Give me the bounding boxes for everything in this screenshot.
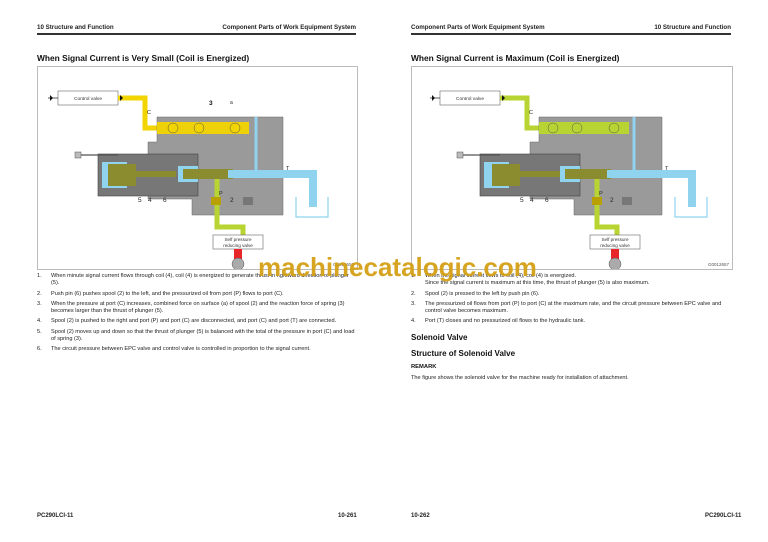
label-coil-4: 4 bbox=[148, 197, 152, 204]
list-item: 4.Port (T) closes and no pressurized oil… bbox=[411, 318, 586, 325]
label-reducing-valve: reducing valve bbox=[223, 243, 253, 248]
epc-valve-diagram: Self pressure reducing valve Control val… bbox=[430, 90, 708, 269]
label-spool-2: 2 bbox=[230, 197, 234, 204]
label-plunger-5: 5 bbox=[520, 197, 524, 204]
header-section: Component Parts of Work Equipment System bbox=[222, 24, 356, 31]
figure-id: G0012656 bbox=[332, 262, 354, 267]
label-control-valve: Control valve bbox=[74, 96, 102, 102]
figure-maximum-current: Self pressure reducing valve Control val… bbox=[411, 66, 733, 270]
footer-page-number: 10-261 bbox=[338, 513, 357, 519]
list-item: 4.Spool (2) is pushed to the right and p… bbox=[37, 318, 337, 325]
steps-list: 1.When minute signal current flows throu… bbox=[37, 273, 357, 356]
list-item: 5.Spool (2) moves up and down so that th… bbox=[37, 328, 355, 343]
label-port-p: P bbox=[219, 191, 223, 197]
left-page: 10 Structure and Function Component Part… bbox=[37, 24, 358, 519]
label-reducing-valve: reducing valve bbox=[600, 243, 630, 248]
header-section: Component Parts of Work Equipment System bbox=[411, 24, 545, 31]
remark-text: The figure shows the solenoid valve for … bbox=[411, 375, 629, 381]
label-port-c: C bbox=[529, 110, 533, 116]
section-title: When Signal Current is Very Small (Coil … bbox=[37, 53, 250, 63]
label-port-t: T bbox=[286, 166, 290, 172]
remark-label: REMARK bbox=[411, 364, 437, 370]
figure-id: G0012657 bbox=[707, 262, 729, 267]
figure-very-small-current: Self pressure reducing valve Control val… bbox=[37, 66, 358, 270]
list-item: 3.When the pressure at port (C) increase… bbox=[37, 300, 345, 315]
label-push-pin-6: 6 bbox=[163, 197, 167, 204]
label-control-valve: Control valve bbox=[456, 96, 484, 102]
list-item: 2.Spool (2) is pressed to the left by pu… bbox=[411, 290, 540, 297]
label-port-p: P bbox=[599, 191, 603, 197]
header-chapter: 10 Structure and Function bbox=[37, 24, 114, 31]
right-page: Component Parts of Work Equipment System… bbox=[384, 0, 768, 542]
label-spring-3: 3 bbox=[209, 100, 213, 107]
label-spool-2: 2 bbox=[610, 197, 614, 204]
footer-page-number: 10-262 bbox=[411, 513, 430, 519]
list-item: 2.Push pin (6) pushes spool (2) to the l… bbox=[37, 290, 284, 297]
heading-solenoid-valve: Solenoid Valve bbox=[411, 333, 468, 342]
label-plunger-5: 5 bbox=[138, 197, 142, 204]
label-coil-4: 4 bbox=[530, 197, 534, 204]
footer-model: PC290LCI-11 bbox=[705, 513, 742, 519]
header-rule bbox=[411, 33, 731, 35]
label-self-pressure: Self pressure bbox=[601, 237, 629, 242]
list-item: 1.When the signal current flows to coil … bbox=[411, 273, 650, 287]
heading-structure-solenoid-valve: Structure of Solenoid Valve bbox=[411, 349, 516, 358]
footer-model: PC290LCI-11 bbox=[37, 513, 74, 519]
list-item: 3.The pressurized oil flows from port (P… bbox=[411, 300, 722, 315]
label-surface-a: a bbox=[230, 100, 233, 106]
header-rule bbox=[37, 33, 356, 35]
epc-valve-diagram: Self pressure reducing valve Control val… bbox=[48, 90, 329, 269]
list-item: 6.The circuit pressure between EPC valve… bbox=[37, 346, 311, 353]
label-port-c: C bbox=[147, 110, 151, 116]
label-port-t: T bbox=[665, 166, 669, 172]
label-push-pin-6: 6 bbox=[545, 197, 549, 204]
header-chapter: 10 Structure and Function bbox=[654, 24, 731, 31]
list-item: 1.When minute signal current flows throu… bbox=[37, 273, 349, 287]
section-title: When Signal Current is Maximum (Coil is … bbox=[411, 53, 620, 63]
steps-list: 1.When the signal current flows to coil … bbox=[411, 273, 731, 329]
label-self-pressure: Self pressure bbox=[224, 237, 252, 242]
